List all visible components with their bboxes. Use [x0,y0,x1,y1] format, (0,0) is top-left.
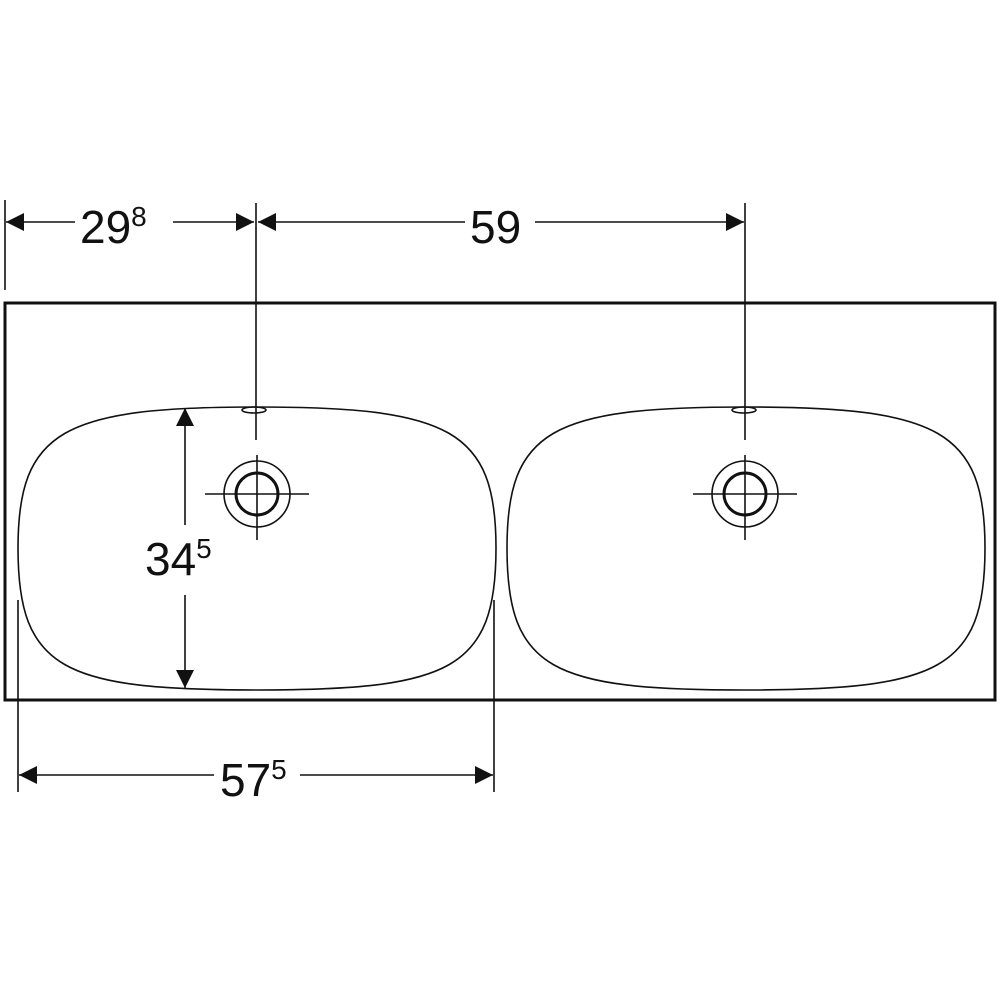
svg-text:575: 575 [220,754,287,806]
dimension-basin-width: 575 [19,754,493,806]
left-overflow [241,406,267,414]
right-basin [506,406,986,691]
countertop-outline [3,301,997,702]
right-drain [693,455,797,540]
left-drain [205,455,309,540]
dimension-drain-spacing: 59 [258,201,744,253]
svg-text:59: 59 [470,201,521,253]
left-basin [17,406,497,691]
dimension-left-offset: 298 [6,201,254,253]
right-overflow [731,406,757,414]
svg-text:345: 345 [145,533,212,585]
svg-text:298: 298 [80,201,147,253]
dimension-basin-depth: 345 [145,408,212,688]
